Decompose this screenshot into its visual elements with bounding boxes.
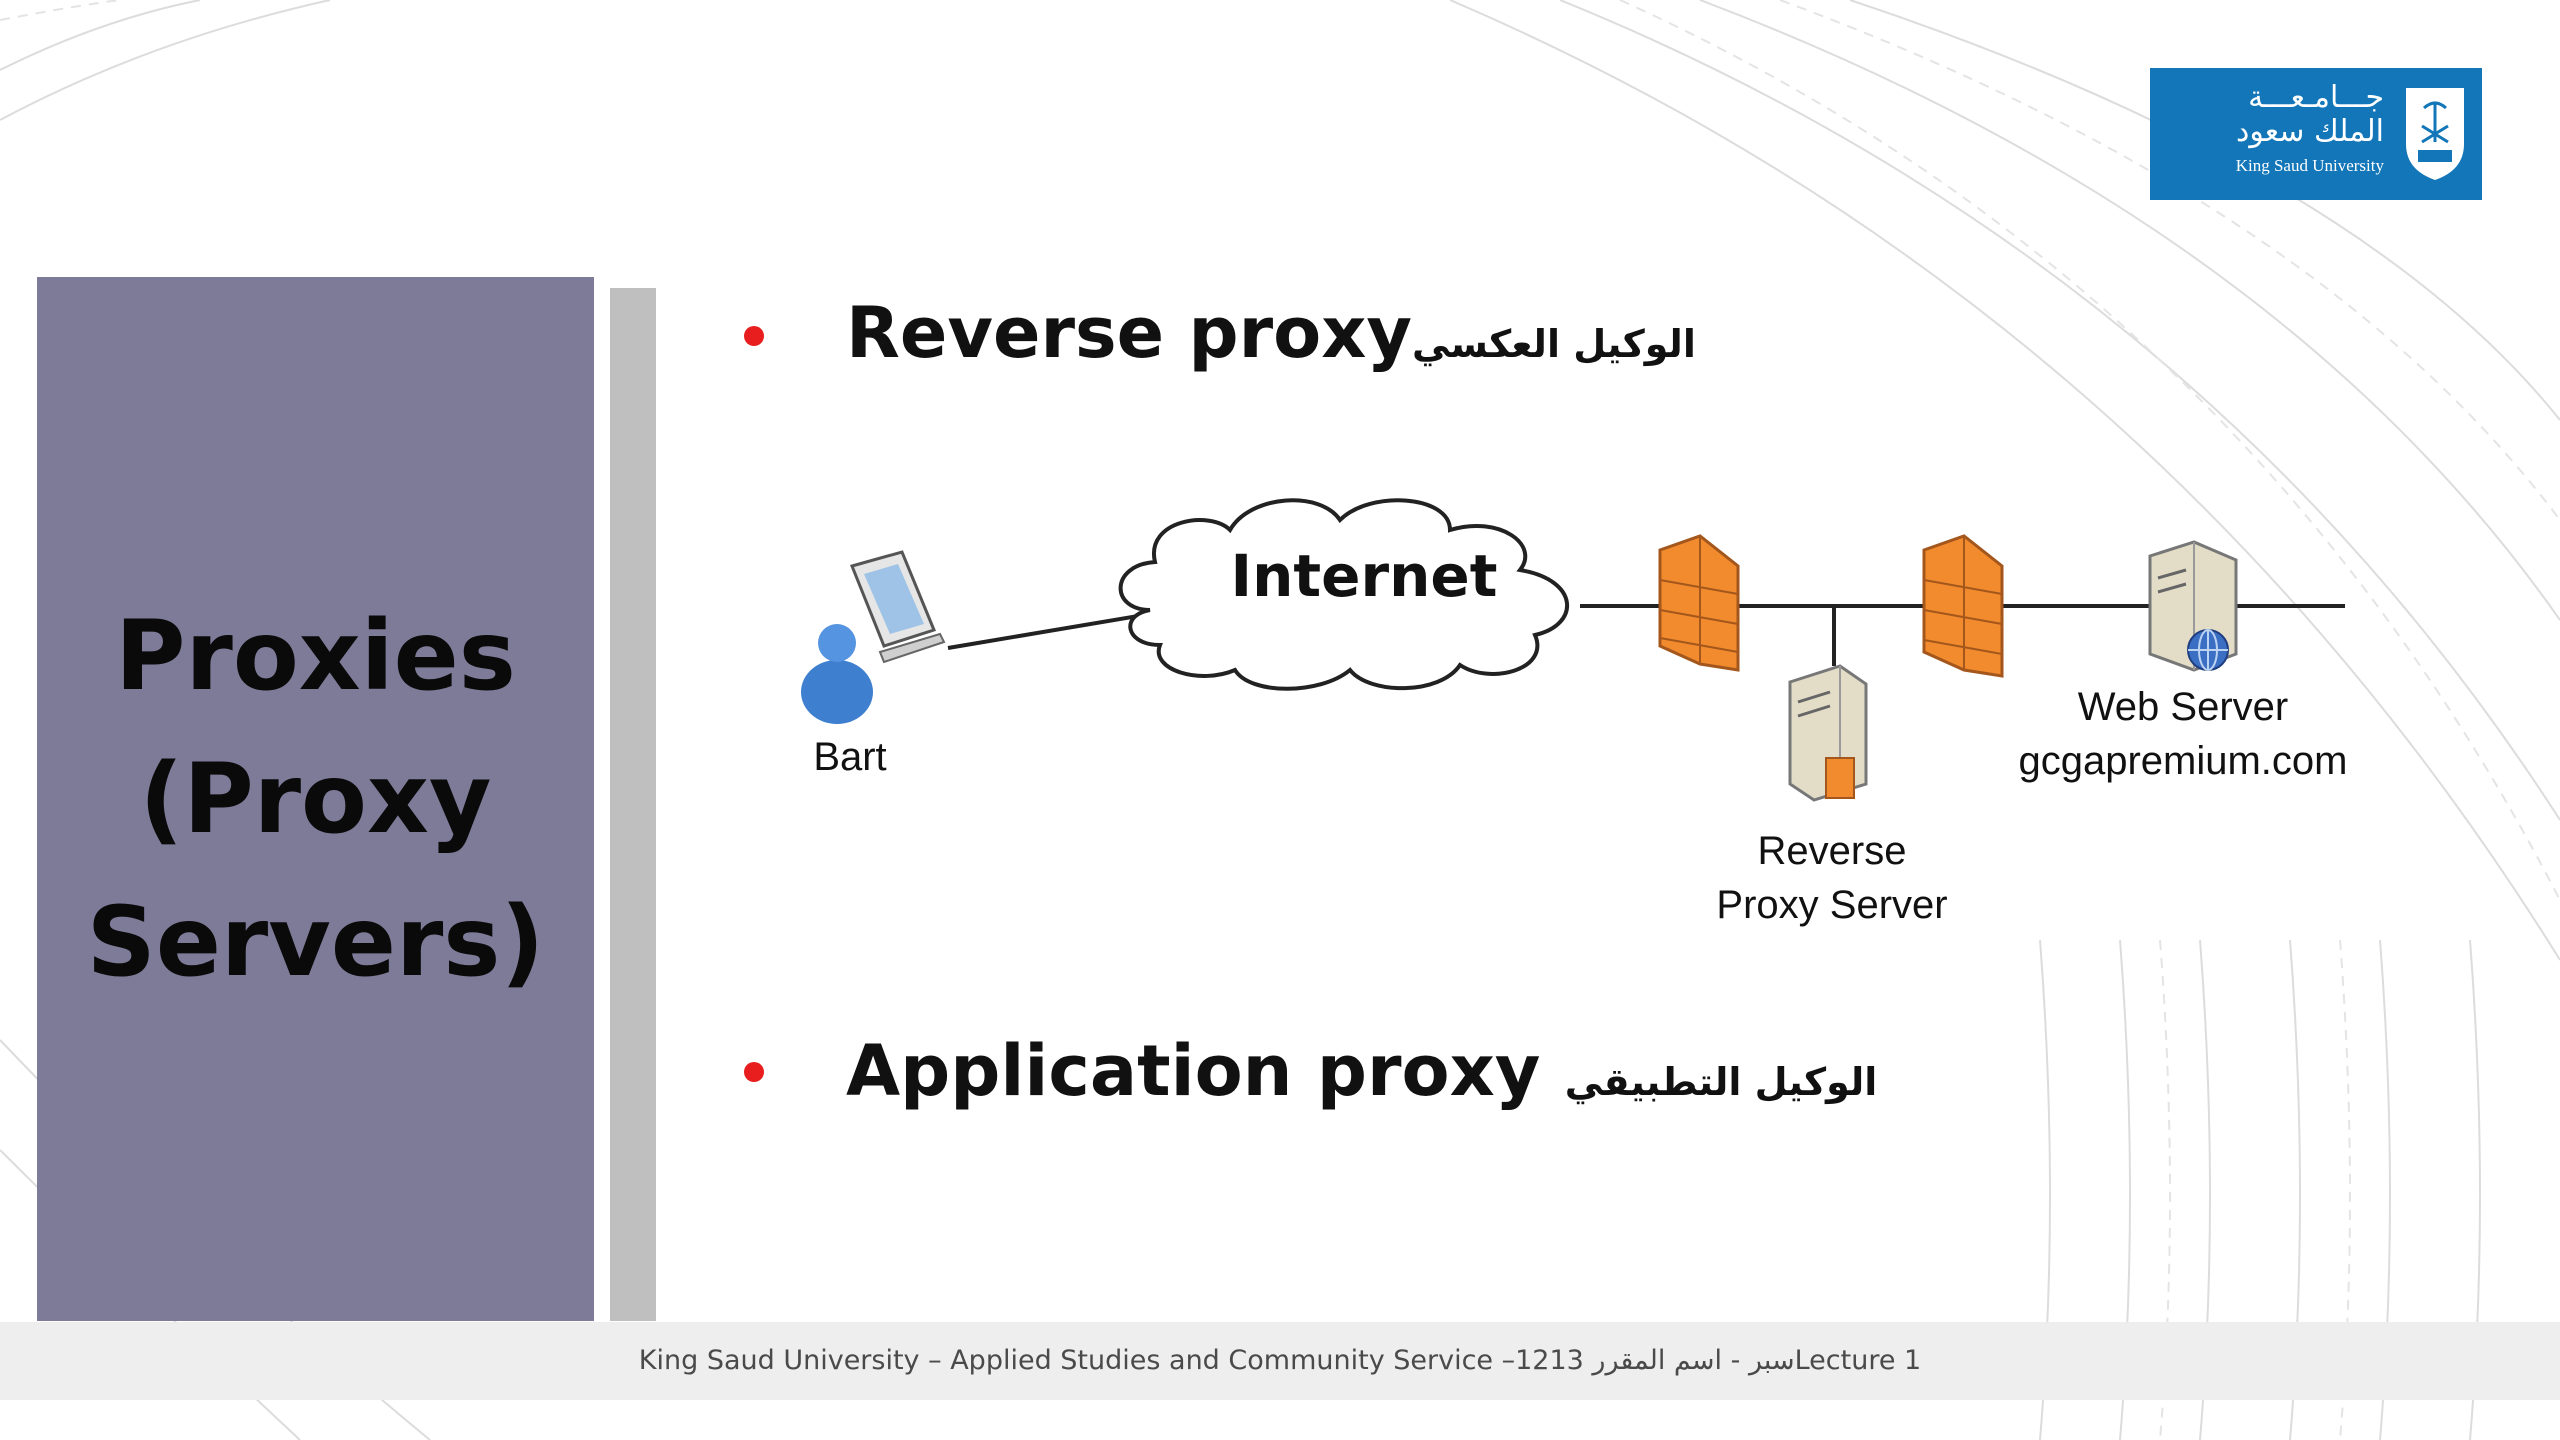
logo-arabic-line2: الملك سعود <box>2235 114 2384 149</box>
footer-text: King Saud University – Applied Studies a… <box>638 1345 1922 1376</box>
client-label: Bart <box>813 735 886 779</box>
logo-arabic-line1: جـــامـعـــة <box>2248 80 2384 115</box>
slide-footer: King Saud University – Applied Studies a… <box>0 1322 2560 1400</box>
user-avatar-icon <box>801 624 873 724</box>
bullet-dot <box>744 326 764 346</box>
slide-title-line3: Servers) <box>86 885 545 998</box>
internet-label: Internet <box>1231 542 1498 610</box>
slide-title-line2: (Proxy <box>139 742 492 855</box>
web-server-label-line2: gcgapremium.com <box>2018 739 2347 783</box>
link-client-internet <box>947 612 1151 650</box>
slide-title: Proxies (Proxy Servers) <box>37 277 594 1321</box>
firewall-icon <box>1658 534 1740 672</box>
bullet-label: Reverse proxy <box>846 292 1413 374</box>
bullet-dot <box>744 1062 764 1082</box>
bullet-label: Application proxy <box>846 1030 1541 1112</box>
reverse-proxy-label-line2: Proxy Server <box>1716 883 1947 927</box>
reverse-proxy-server-icon <box>1788 664 1868 802</box>
reverse-proxy-diagram: Internet Bart Reverse Proxy Server <box>801 498 2348 927</box>
bullet-application-proxy: Application proxy الوكيل التطبيقي <box>846 1030 1877 1112</box>
reverse-proxy-label-line1: Reverse <box>1758 829 1907 873</box>
slide-title-line1: Proxies <box>115 599 516 712</box>
bullet-arabic: الوكيل العكسي <box>1412 322 1696 366</box>
client-computer-icon <box>849 550 946 664</box>
internet-cloud-icon <box>1118 498 1570 691</box>
title-panel-divider <box>610 288 656 1321</box>
web-server-icon <box>2148 540 2238 672</box>
university-shield-icon <box>2406 88 2464 180</box>
bullet-arabic: الوكيل التطبيقي <box>1564 1060 1878 1104</box>
firewall-icon <box>1922 534 2004 678</box>
title-panel <box>37 277 594 1321</box>
web-server-label-line1: Web Server <box>2078 685 2288 729</box>
university-logo: جـــامـعـــة الملك سعود King Saud Univer… <box>2150 68 2482 200</box>
logo-english: King Saud University <box>2235 156 2384 175</box>
bullet-reverse-proxy: Reverse proxyالوكيل العكسي <box>846 292 1696 374</box>
